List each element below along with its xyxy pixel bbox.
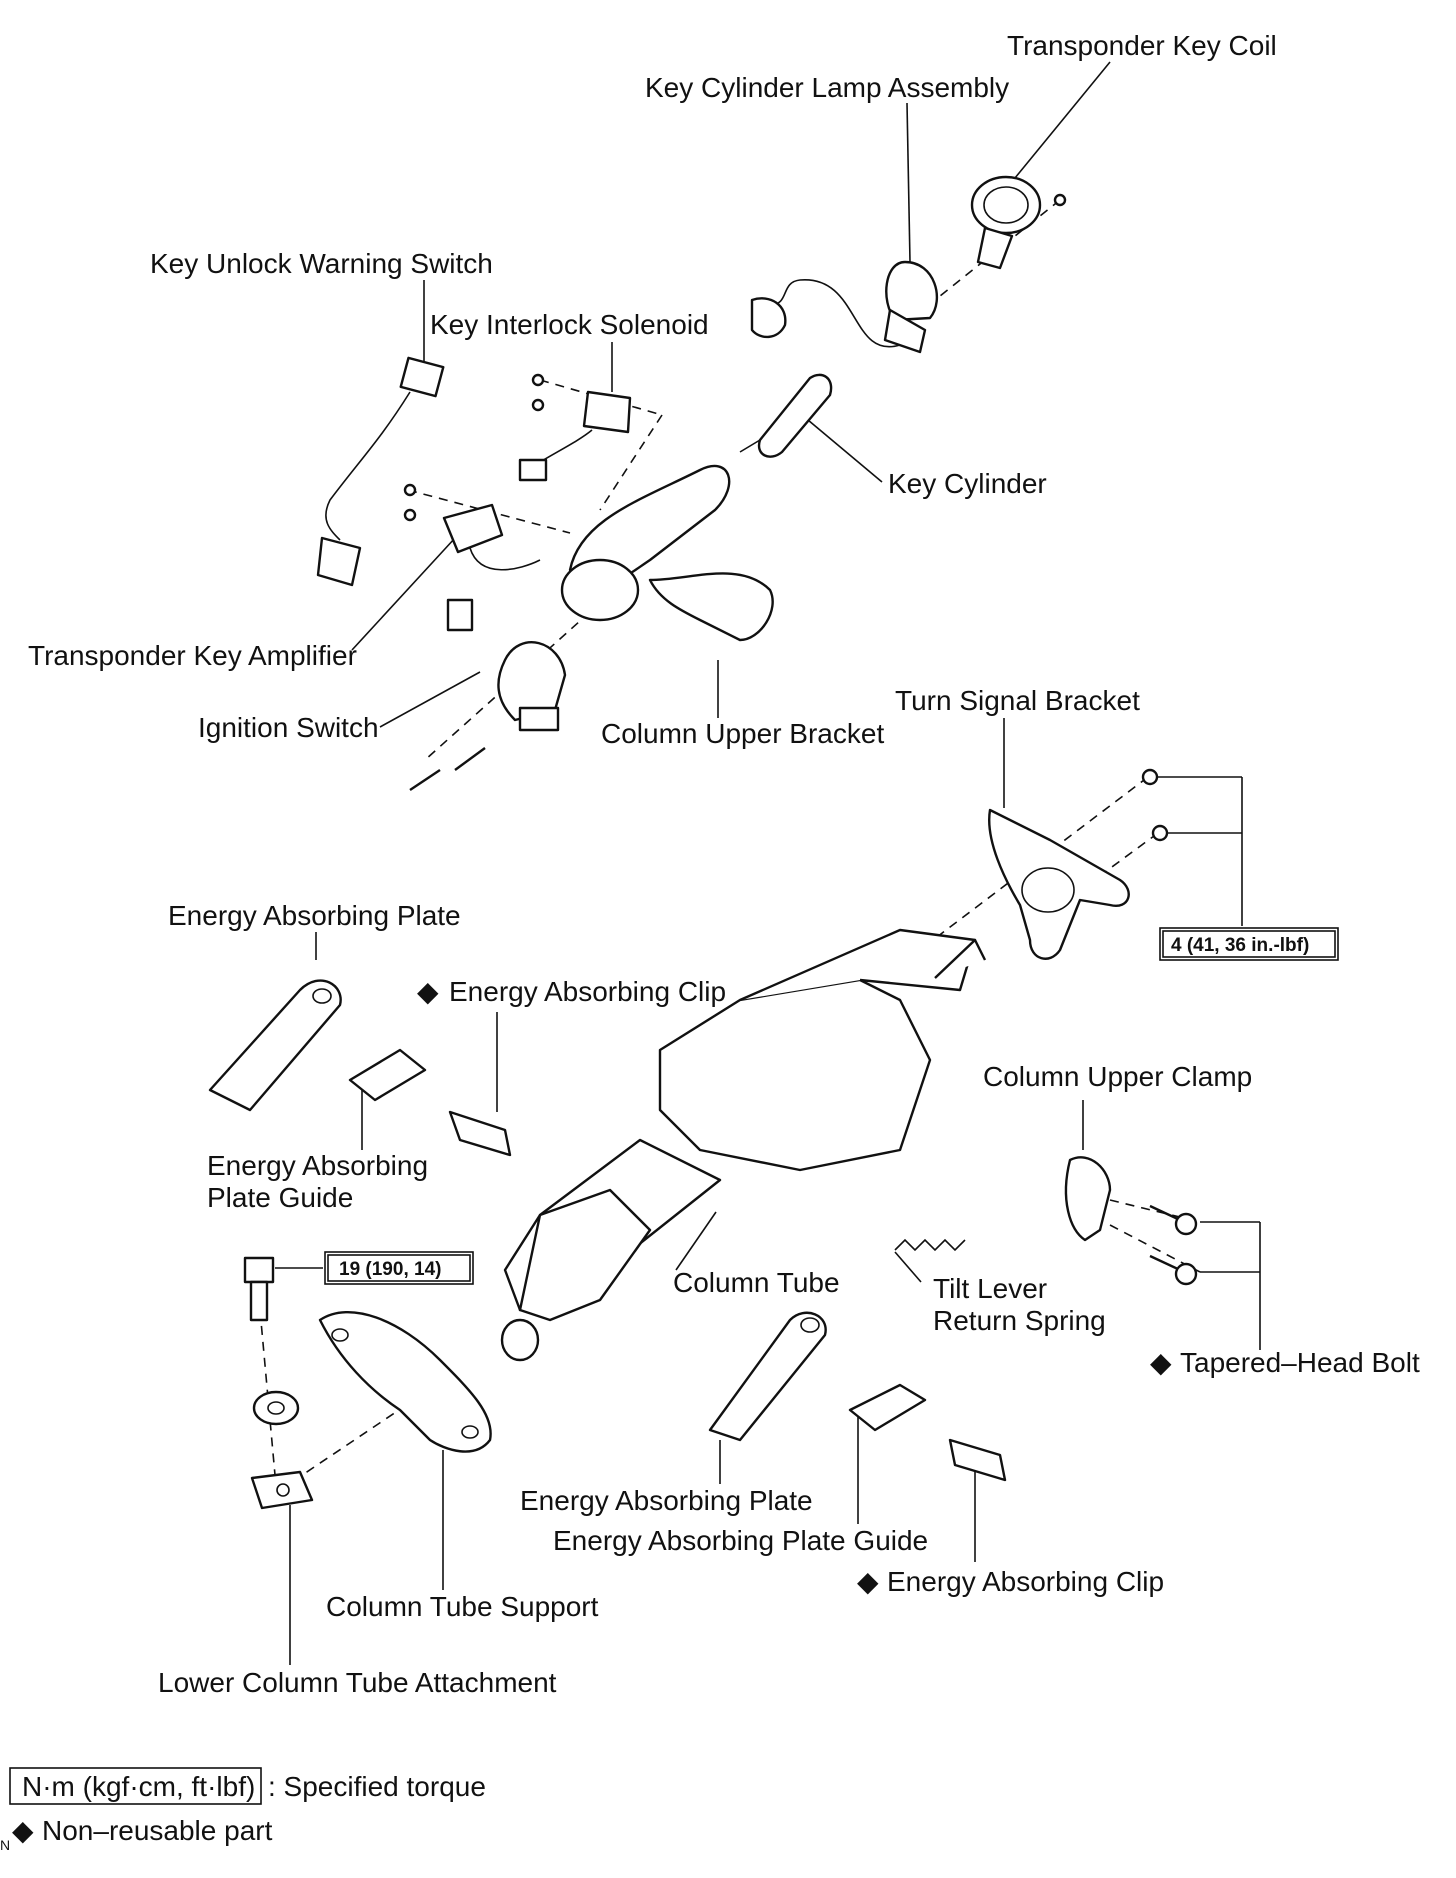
legend-non-reusable: Non–reusable part: [42, 1815, 273, 1846]
non-reusable-marker: ◆: [417, 976, 439, 1007]
label-text: Energy Absorbing Clip: [449, 976, 726, 1007]
label-key-interlock-solenoid: Key Interlock Solenoid: [430, 309, 709, 340]
legend-torque-desc: : Specified torque: [268, 1771, 486, 1802]
turn-signal-bracket-part: [988, 768, 1169, 960]
key-cylinder-part: [739, 373, 833, 458]
label-tapered-head-bolt: ◆ Tapered–Head Bolt: [1150, 1347, 1420, 1378]
column-tube-part: [500, 928, 987, 1362]
energy-absorbing-clip-lower-part: [948, 1438, 1007, 1482]
label-key-cylinder-lamp-assembly: Key Cylinder Lamp Assembly: [645, 72, 1009, 103]
label-text: Energy Absorbing Clip: [887, 1566, 1164, 1597]
label-energy-absorbing-plate-guide-upper-line2: Plate Guide: [207, 1182, 353, 1213]
non-reusable-marker: ◆: [857, 1566, 879, 1597]
label-energy-absorbing-plate-lower: Energy Absorbing Plate: [520, 1485, 813, 1516]
legend: N·m (kgf·cm, ft·lbf) : Specified torque …: [0, 1767, 486, 1853]
column-tube-support-part: [318, 1311, 492, 1453]
torque-value: 19 (190, 14): [339, 1259, 441, 1280]
transponder-key-amplifier-part: [403, 483, 541, 632]
label-lower-column-tube-attachment: Lower Column Tube Attachment: [158, 1667, 557, 1698]
label-energy-absorbing-clip-lower: ◆ Energy Absorbing Clip: [857, 1566, 1164, 1597]
key-interlock-solenoid-part: [518, 373, 632, 482]
energy-absorbing-plate-guide-lower-part: [848, 1383, 927, 1432]
energy-absorbing-plate-lower-part: [708, 1311, 827, 1442]
label-energy-absorbing-clip-upper: ◆ Energy Absorbing Clip: [417, 976, 726, 1007]
label-key-unlock-warning-switch: Key Unlock Warning Switch: [150, 248, 493, 279]
energy-absorbing-clip-upper-part: [448, 1110, 512, 1157]
label-energy-absorbing-plate-guide-upper-line1: Energy Absorbing: [207, 1150, 428, 1181]
label-energy-absorbing-plate-guide-lower: Energy Absorbing Plate Guide: [553, 1525, 928, 1556]
ignition-switch-part: [409, 641, 567, 791]
label-column-upper-bracket: Column Upper Bracket: [601, 718, 884, 749]
label-column-upper-clamp: Column Upper Clamp: [983, 1061, 1252, 1092]
label-text: Tapered–Head Bolt: [1180, 1347, 1420, 1378]
column-upper-bracket-part: [560, 464, 774, 642]
energy-absorbing-plate-upper-part: [208, 979, 342, 1112]
legend-torque-unit: N·m (kgf·cm, ft·lbf): [22, 1771, 255, 1802]
transponder-key-coil-part: [970, 175, 1067, 270]
leader-lines: [275, 61, 1261, 1665]
energy-absorbing-plate-guide-upper-part: [348, 1048, 427, 1102]
label-column-tube: Column Tube: [673, 1267, 840, 1298]
label-tilt-lever-return-spring-line1: Tilt Lever: [933, 1273, 1047, 1304]
support-bolt-part: [243, 1256, 314, 1510]
label-tilt-lever-return-spring-line2: Return Spring: [933, 1305, 1106, 1336]
label-transponder-key-amplifier: Transponder Key Amplifier: [28, 640, 357, 671]
torque-box-turn-signal-bracket: 4 (41, 36 in.-lbf): [1159, 927, 1339, 961]
label-transponder-key-coil: Transponder Key Coil: [1007, 30, 1277, 61]
column-upper-clamp-part: [1064, 1156, 1112, 1242]
non-reusable-marker: ◆: [1150, 1347, 1172, 1378]
label-column-tube-support: Column Tube Support: [326, 1591, 599, 1622]
label-energy-absorbing-plate-upper: Energy Absorbing Plate: [168, 900, 461, 931]
legend-non-reusable-marker: ◆: [12, 1815, 34, 1846]
label-turn-signal-bracket: Turn Signal Bracket: [895, 685, 1140, 716]
tilt-lever-return-spring-part: [894, 1238, 966, 1252]
key-cylinder-lamp-assembly-part: [750, 260, 939, 354]
torque-box-column-tube-support: 19 (190, 14): [324, 1251, 474, 1285]
key-unlock-warning-switch-part: [316, 356, 445, 587]
legend-corner-mark: N: [0, 1837, 10, 1853]
torque-value: 4 (41, 36 in.-lbf): [1171, 935, 1309, 956]
tapered-head-bolts-part: [1149, 1204, 1198, 1286]
label-ignition-switch: Ignition Switch: [198, 712, 379, 743]
label-key-cylinder: Key Cylinder: [888, 468, 1047, 499]
